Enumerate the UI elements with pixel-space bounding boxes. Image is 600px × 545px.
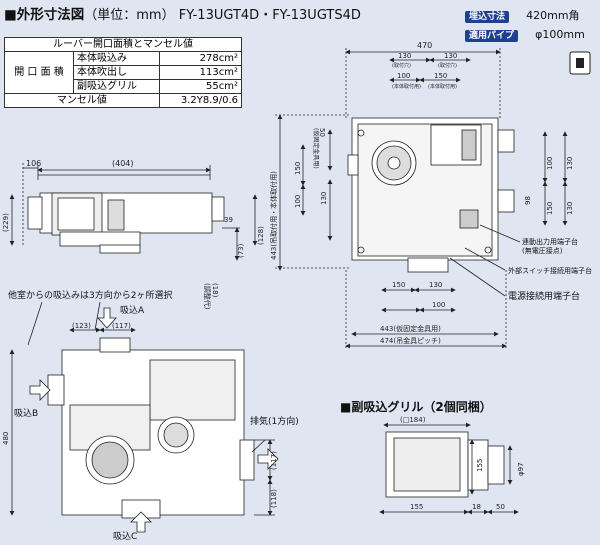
exhaust-label: 排気(1方向)	[250, 415, 299, 427]
dim-130-b-note: (取付穴)	[438, 62, 457, 69]
callout-output-terminal-note: (無電圧接点)	[522, 246, 563, 255]
top-view	[275, 48, 568, 350]
dim-50: 50	[318, 128, 326, 137]
dim-18-note: (調整代)	[203, 283, 212, 310]
dim-39: 39	[224, 216, 233, 224]
page-title: ■外形寸法図	[4, 7, 85, 23]
dim-right-130: 130	[566, 157, 574, 170]
dim-474-h: 474(吊金具ピッチ)	[380, 336, 441, 345]
dim-117: (117)	[112, 322, 131, 330]
dim-123: (123)	[72, 322, 91, 330]
dim-130-b: 130	[444, 52, 457, 60]
dim-404: (404)	[112, 159, 134, 168]
ceiling-badge-row: 埋込寸法 420mm角	[465, 4, 580, 23]
dim-73: (73)	[237, 243, 245, 258]
pipe-badge-row: 適用パイプ φ100mm	[465, 23, 585, 42]
sub-grille-drawing	[379, 422, 519, 515]
dim-100-v: 100	[294, 195, 302, 208]
dim-155-h: 155	[410, 503, 423, 511]
callout-output-terminal: 連動出力用端子台	[522, 237, 578, 246]
dim-50-sub: 50	[496, 503, 505, 511]
ceiling-value: 420mm角	[526, 9, 580, 22]
dim-150-v: 150	[294, 162, 302, 175]
dim-118: (118)	[270, 489, 278, 508]
spec-group-label: 開 口 面 積	[4, 51, 74, 94]
spec-table: ルーバー開口面積とマンセル値 開 口 面 積 本体吸込み 278cm² 本体吹出…	[4, 37, 243, 108]
dim-100-a-note: (本体取付用)	[392, 83, 421, 90]
dim-150-a: 150	[434, 72, 447, 80]
intake-note: 他室からの吸込みは3方向から2ヶ所選択	[8, 289, 172, 301]
side-view	[9, 163, 258, 261]
installation-icon	[569, 51, 591, 75]
dim-443-h: 443(仮固定金具用)	[380, 324, 441, 333]
dim-150-a-note: (本体取付用)	[428, 83, 457, 90]
dim-229: (229)	[2, 213, 10, 232]
intake-b-label: 吸込B	[14, 408, 38, 419]
dim-100-b: 100	[432, 301, 445, 309]
dim-128: (128)	[257, 226, 265, 245]
dim-130-a-note: (取付穴)	[392, 62, 411, 69]
dim-right-150: 150	[546, 202, 554, 215]
model-names: FY-13UGT4D・FY-13UGTS4D	[178, 8, 361, 23]
dim-right-98: 98	[524, 196, 532, 205]
dim-130-a: 130	[398, 52, 411, 60]
pipe-badge: 適用パイプ	[465, 30, 519, 42]
intake-a-label: 吸込A	[120, 305, 145, 316]
intake-c-label: 吸込C	[113, 531, 137, 542]
dim-18: (18)	[211, 283, 219, 298]
dim-100-a: 100	[397, 72, 410, 80]
dim-18-sub: 18	[472, 503, 481, 511]
sub-grille-title: ■副吸込グリル（2個同梱）	[340, 400, 492, 414]
dim-155-v: 155	[476, 459, 484, 472]
dim-right-130-b: 130	[566, 202, 574, 215]
callout-power-terminal: 電源接続用端子台	[508, 290, 580, 302]
dim-184: (□184)	[400, 416, 426, 424]
callout-switch-terminal: 外部スイッチ接続用端子台	[508, 266, 592, 275]
dim-130-c: 130	[429, 281, 442, 289]
dim-470: 470	[417, 41, 432, 50]
bottom-view	[9, 301, 279, 533]
ceiling-badge: 埋込寸法	[465, 11, 510, 23]
dim-443-v: 443(吊取付用・本体取付用)	[269, 171, 278, 260]
dim-480: 480	[2, 432, 10, 445]
munsell-label: マンセル値	[4, 93, 160, 108]
munsell-value: 3.2Y8.9/0.6	[158, 93, 243, 108]
dim-150-b: 150	[392, 281, 405, 289]
dim-106: 106	[26, 159, 41, 168]
dim-right-100: 100	[546, 157, 554, 170]
dim-117-v: (117)	[270, 451, 278, 470]
header: ■外形寸法図（単位：mm） FY-13UGT4D・FY-13UGTS4D	[4, 3, 361, 23]
dim-50-note: (仮固定金具用)	[312, 128, 320, 169]
pipe-value: φ100mm	[535, 28, 585, 41]
dim-97: φ97	[517, 462, 525, 476]
dim-130-v: 130	[320, 192, 328, 205]
unit-label: （単位：mm）	[84, 8, 175, 23]
